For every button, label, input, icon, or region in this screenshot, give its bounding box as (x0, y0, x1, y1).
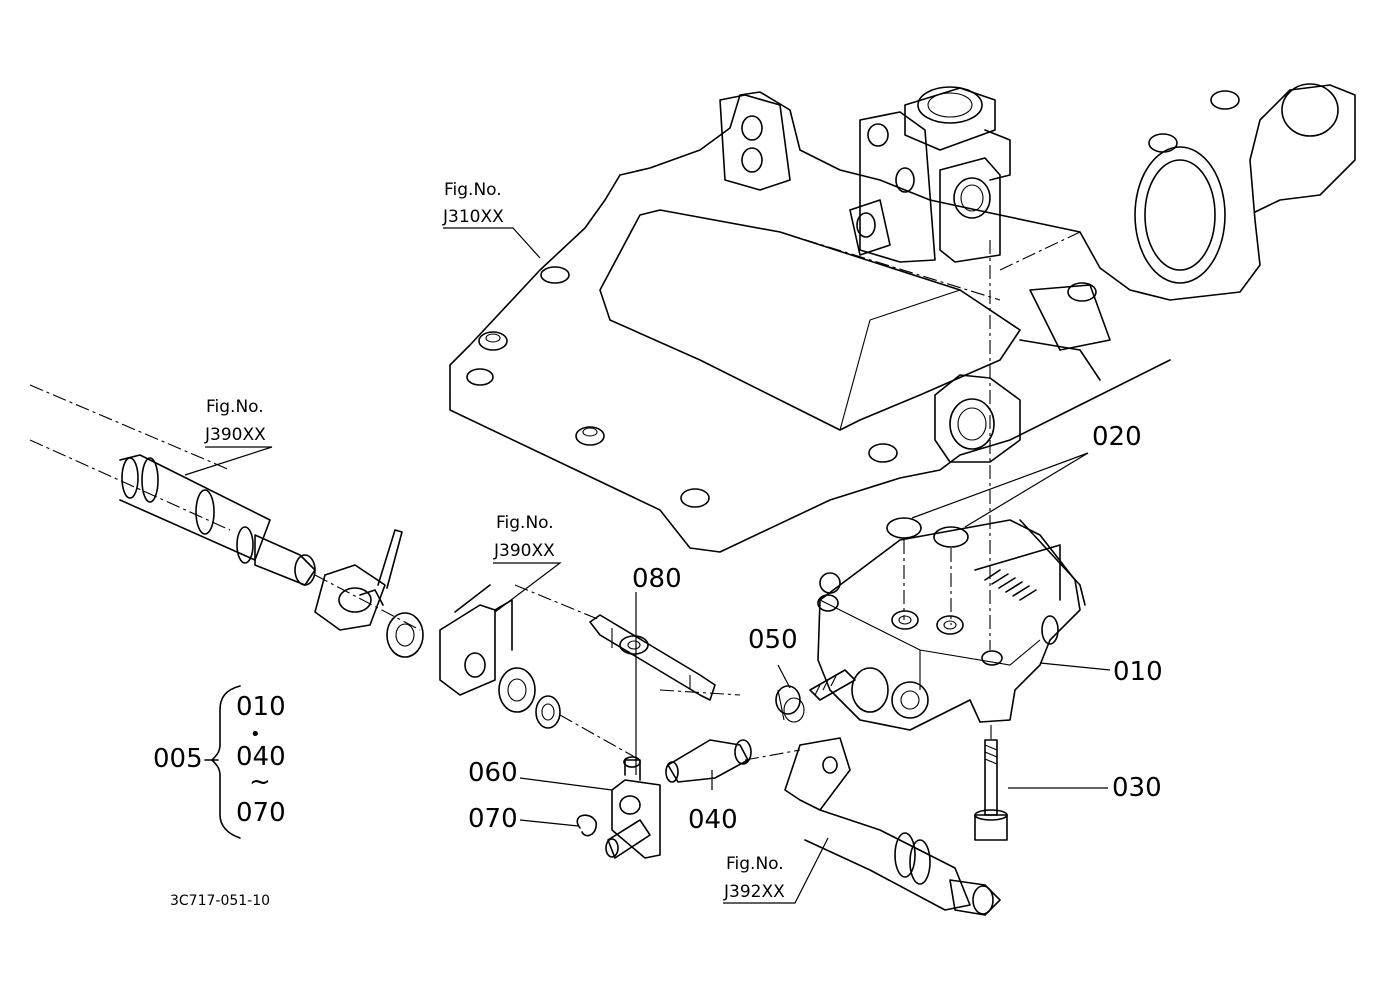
lift-arm-block (314, 529, 424, 658)
part-040-pin (665, 739, 752, 783)
assembly-separator: • (250, 724, 261, 745)
fig-ref-number: J390XX (493, 541, 555, 561)
part-050-bushing (659, 685, 805, 723)
leader-lines (184, 227, 1111, 904)
part-number-060: 060 (468, 758, 518, 788)
fig-ref-label: Fig.No. (726, 854, 784, 874)
part-030-bolt (974, 725, 1008, 841)
assembly-first: 010 (236, 692, 286, 722)
figure-code: 3C717-051-10 (170, 893, 270, 909)
fig-ref-j310: Fig.No. J310XX (442, 180, 504, 227)
fig-ref-number: J390XX (204, 425, 266, 445)
fig-ref-j390-left: Fig.No. J390XX (204, 397, 266, 445)
assembly-code: 005 (153, 744, 203, 774)
lift-shaft-middle (439, 584, 641, 761)
fig-ref-number: J392XX (723, 882, 785, 902)
fig-ref-label: Fig.No. (496, 513, 554, 533)
lower-shaft (744, 737, 1001, 916)
part-020-o-rings (886, 517, 969, 625)
assembly-last: 070 (236, 798, 286, 828)
assembly-group-005: 005 010 • 040 ~ 070 (153, 685, 286, 839)
assembly-middle: 040 (236, 742, 286, 772)
part-number-020: 020 (1092, 422, 1142, 452)
part-010-control-valve (809, 519, 1086, 731)
part-number-040: 040 (688, 805, 738, 835)
part-number-080: 080 (632, 564, 682, 594)
lift-shaft-upper (29, 384, 421, 631)
part-number-030: 030 (1112, 773, 1162, 803)
part-number-050: 050 (748, 625, 798, 655)
part-number-070: 070 (468, 804, 518, 834)
assembly-range: ~ (249, 767, 271, 797)
fig-ref-label: Fig.No. (206, 397, 264, 417)
part-number-010: 010 (1113, 657, 1163, 687)
fig-ref-label: Fig.No. (444, 180, 502, 200)
fig-ref-j392: Fig.No. J392XX (723, 854, 785, 902)
housing-casting (449, 83, 1356, 650)
fig-ref-number: J310XX (442, 207, 504, 227)
part-060-lever (576, 756, 661, 859)
part-080-rod (589, 614, 716, 701)
fig-ref-j390-center: Fig.No. J390XX (493, 513, 555, 561)
